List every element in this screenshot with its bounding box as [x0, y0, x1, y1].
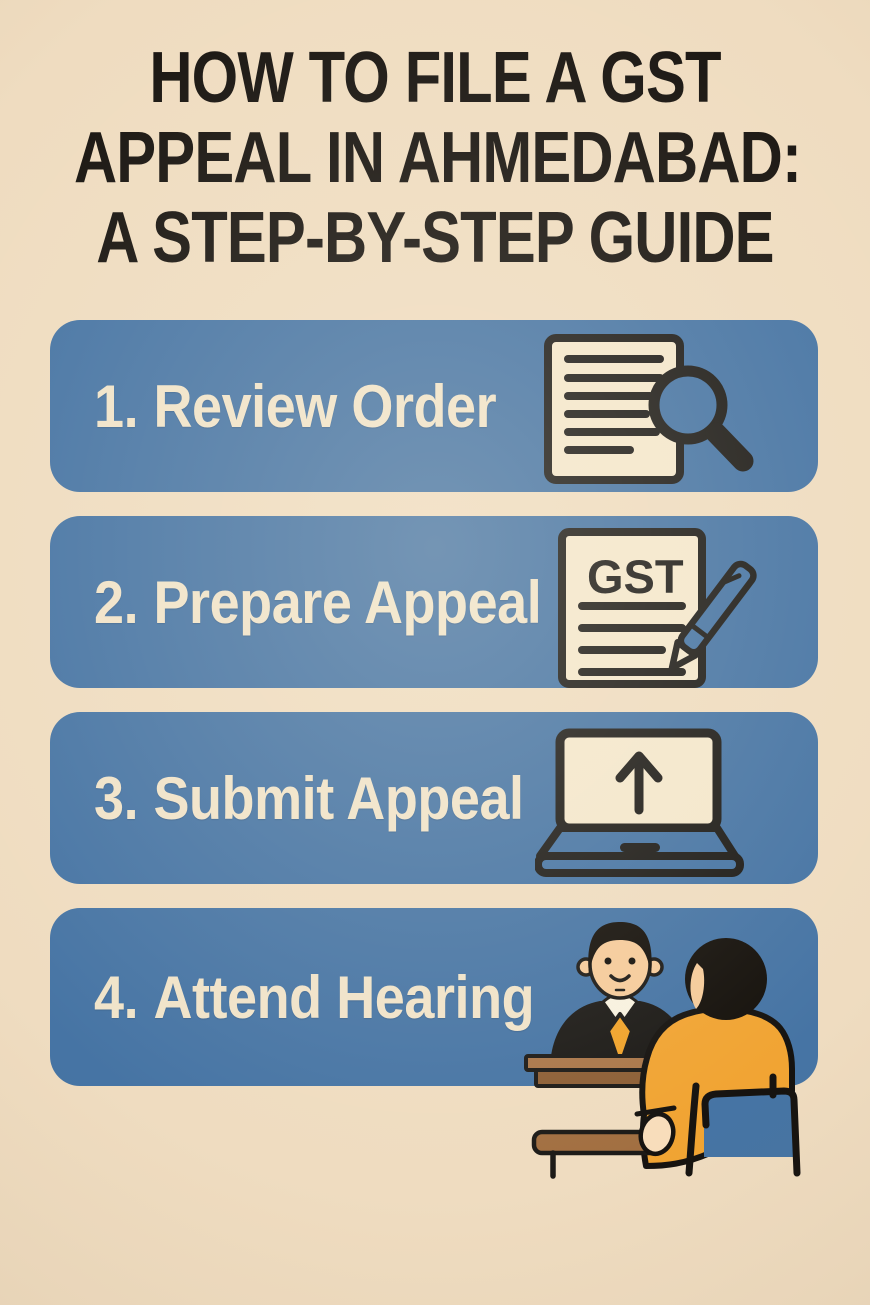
step-card-2: 2. Prepare Appeal GST	[50, 516, 818, 688]
title-line-3: A STEP-BY-STEP GUIDE	[96, 198, 774, 278]
title-line-2: APPEAL IN AHMEDABAD:	[73, 118, 802, 198]
appellant-ear	[690, 963, 705, 1009]
gst-document-title: GST	[587, 550, 684, 603]
step-2-text: Prepare Appeal	[153, 568, 542, 636]
step-card-3: 3. Submit Appeal	[50, 712, 818, 884]
chair-front-leg	[685, 1082, 700, 1177]
step-4-text: Attend Hearing	[153, 963, 535, 1031]
chair-frame	[701, 1087, 801, 1177]
appellant-hair	[685, 938, 767, 1020]
appellant-arm	[634, 1105, 677, 1157]
step-4-label: 4. Attend Hearing	[94, 908, 535, 1086]
step-3-text: Submit Appeal	[153, 764, 524, 832]
step-1-label: 1. Review Order	[94, 320, 497, 492]
step-1-text: Review Order	[153, 372, 497, 440]
appellant-hand	[638, 1111, 676, 1157]
gst-document-lines	[578, 602, 686, 676]
official-hair	[588, 922, 652, 975]
official-eye	[604, 957, 612, 965]
laptop-base	[535, 824, 744, 877]
step-3-number: 3.	[94, 764, 139, 832]
official-smile	[609, 974, 631, 983]
step-3-label: 3. Submit Appeal	[94, 712, 524, 884]
magnifier-icon	[648, 365, 754, 472]
step-1-number: 1.	[94, 372, 139, 440]
step-4-number: 4.	[94, 963, 139, 1031]
laptop-upload-icon	[535, 728, 744, 877]
upload-arrow-icon	[615, 751, 663, 815]
sleeve-cuff	[634, 1105, 677, 1117]
document-with-magnifier-icon	[544, 334, 754, 484]
chair	[685, 1073, 801, 1177]
step-card-1: 1. Review Order	[50, 320, 818, 492]
title-line-1: HOW TO FILE A GST	[149, 38, 721, 118]
official-eye	[628, 957, 636, 965]
page-title: HOW TO FILE A GST APPEAL IN AHMEDABAD: A…	[73, 38, 802, 278]
pen-icon	[668, 560, 757, 672]
document-lines	[564, 355, 664, 454]
step-2-number: 2.	[94, 568, 139, 636]
chair-back-panel	[704, 1089, 798, 1157]
hearing-scene-illustration	[524, 922, 801, 1179]
gst-document-with-pen-icon: GST	[558, 528, 757, 688]
step-2-label: 2. Prepare Appeal	[94, 516, 542, 688]
